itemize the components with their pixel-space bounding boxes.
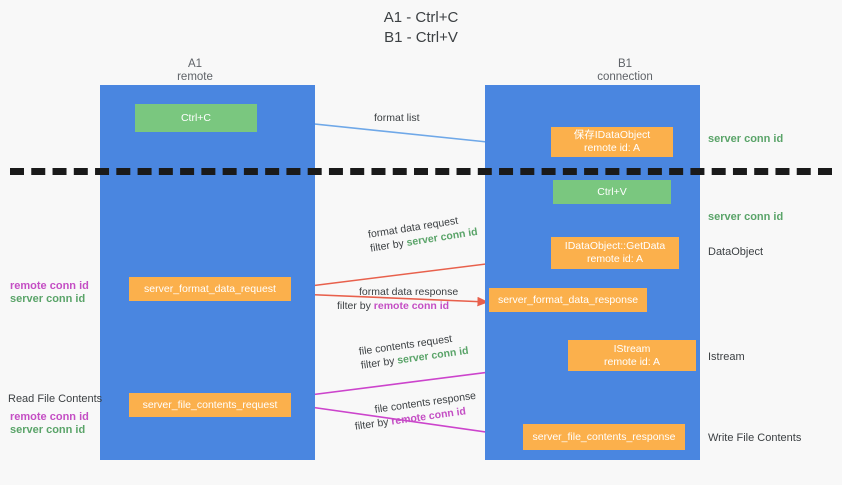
node-istream-line1: IStream [613,342,651,355]
column-header-b1-name: B1 [617,58,633,70]
node-getdata-line2: remote id: A [586,253,644,265]
node-istream-line2: remote id: A [603,355,661,368]
edge-label-format-data-response-filter: filter by remote conn id [337,299,458,313]
column-header-a1: A1 remote [115,58,275,84]
left-label-read-file-contents: Read File Contents [8,393,103,405]
left-label-server-conn-id-2: server conn id [10,424,86,436]
left-label-remote-conn-id-1: remote conn id [10,280,89,292]
left-label-server-conn-id-1: server conn id [10,293,86,305]
edge-label-format-list: format list [374,111,420,125]
node-ctrl-v-label: Ctrl+V [597,185,627,198]
node-ctrl-c-label: Ctrl+C [180,111,212,124]
right-label-server-conn-id-1: server conn id [708,133,784,145]
node-server-format-data-response[interactable]: server_format_data_response [489,288,647,312]
node-server-file-contents-request-label: server_file_contents_request [142,398,278,411]
node-save-idataobject[interactable]: 保存IDataObject remote id: A [551,127,673,157]
page-title: A1 - Ctrl+C B1 - Ctrl+V [0,8,842,48]
edge-label-format-list-main: format list [374,112,420,124]
node-save-idataobject-line1: 保存IDataObject [573,129,651,141]
column-header-a1-name: A1 [187,58,203,70]
left-label-remote-conn-id-2: remote conn id [10,411,89,423]
arrow-format-data-response [295,293,489,307]
right-label-server-conn-id-2: server conn id [708,211,784,223]
filter-target-remote-conn-id: remote conn id [373,300,450,312]
node-idataobject-getdata[interactable]: IDataObject::GetData remote id: A [551,237,679,269]
node-server-file-contents-response-label: server_file_contents_response [532,430,676,443]
dashed-divider [10,168,832,175]
column-header-b1: B1 connection [545,58,705,84]
column-header-b1-sub: connection [597,71,653,83]
node-server-format-data-request-label: server_format_data_request [144,282,276,295]
right-label-dataobject: DataObject [708,246,764,258]
edge-label-format-data-response-main: format data response [359,286,459,298]
column-header-a1-sub: remote [177,71,213,83]
filter-prefix: filter by [337,300,374,312]
node-server-file-contents-response[interactable]: server_file_contents_response [523,424,685,450]
right-label-write-file-contents: Write File Contents [708,432,802,444]
edge-label-format-data-response: format data response filter by remote co… [337,285,459,313]
title-line-2: B1 - Ctrl+V [384,29,458,46]
node-ctrl-c[interactable]: Ctrl+C [135,104,257,132]
node-getdata-line1: IDataObject::GetData [564,240,666,252]
title-line-1: A1 - Ctrl+C [383,9,459,26]
node-server-format-data-response-label: server_format_data_response [497,293,639,306]
node-ctrl-v[interactable]: Ctrl+V [553,180,671,204]
right-label-istream: Istream [708,351,745,363]
arrow-file-contents-response [295,404,523,441]
node-istream[interactable]: IStream remote id: A [568,340,696,371]
node-save-idataobject-line2: remote id: A [583,142,641,154]
node-server-format-data-request[interactable]: server_format_data_request [129,277,291,301]
node-server-file-contents-request[interactable]: server_file_contents_request [129,393,291,417]
